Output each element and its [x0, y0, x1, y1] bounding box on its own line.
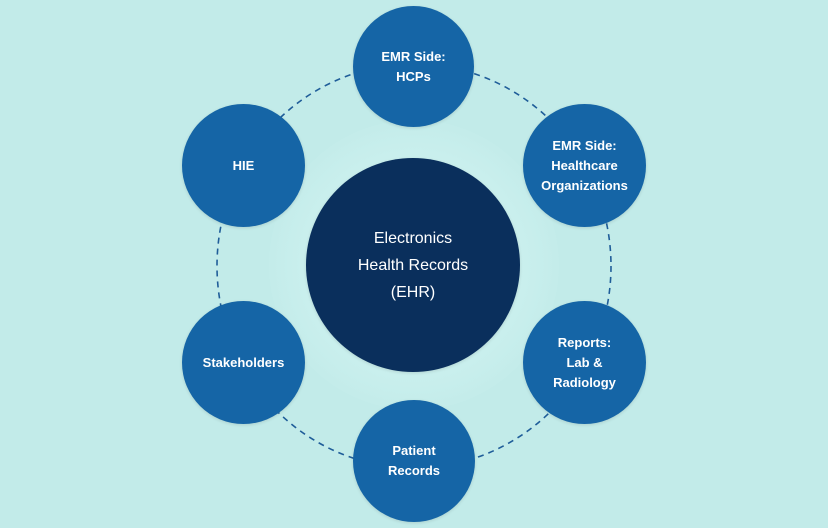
node-emr-hcps: EMR Side: HCPs	[353, 6, 474, 127]
center-node-ehr-label: Electronics Health Records (EHR)	[357, 229, 469, 301]
node-hie-label: HIE	[232, 157, 255, 173]
node-emr-healthcare-organizations-label: EMR Side: Healthcare Organizations	[541, 137, 628, 193]
node-patient-records: Patient Records	[353, 400, 475, 522]
node-reports-lab-radiology: Reports: Lab & Radiology	[523, 301, 646, 424]
node-stakeholders: Stakeholders	[182, 301, 305, 424]
center-node-ehr: Electronics Health Records (EHR)	[306, 158, 520, 372]
node-emr-hcps-label: EMR Side: HCPs	[381, 48, 446, 84]
node-stakeholders-label: Stakeholders	[202, 354, 285, 370]
node-reports-lab-radiology-label: Reports: Lab & Radiology	[553, 334, 616, 390]
node-emr-healthcare-organizations: EMR Side: Healthcare Organizations	[523, 104, 646, 227]
node-hie: HIE	[182, 104, 305, 227]
node-patient-records-label: Patient Records	[387, 443, 441, 478]
